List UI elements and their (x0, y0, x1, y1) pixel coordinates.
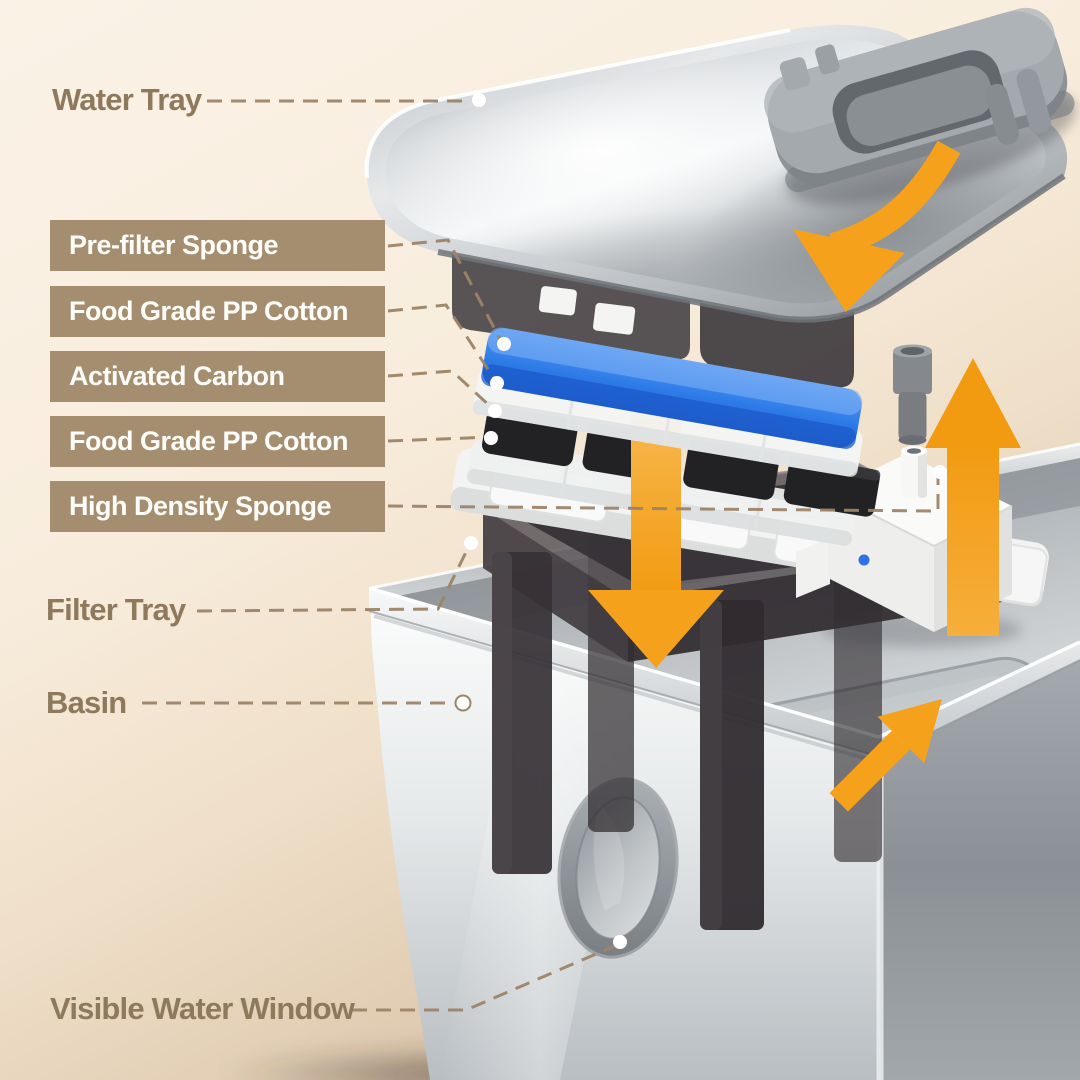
pp-cotton-bottom-label: Food Grade PP Cotton (50, 416, 385, 467)
leader-pp-cotton-bottom (387, 435, 490, 443)
leader-lines (142, 99, 940, 1012)
pump-collar-ring (764, 7, 1077, 205)
leader-visible-water-window (352, 943, 618, 1012)
filter-tray-label: Filter Tray (46, 592, 186, 627)
pp-cotton-top-label: Food Grade PP Cotton (50, 286, 385, 337)
leader-filter-tray (196, 545, 471, 613)
visible-water-window-label: Visible Water Window (50, 991, 355, 1026)
water-tray-label: Water Tray (52, 82, 202, 117)
pump-flow-up-arrow (925, 358, 1021, 636)
filter-tray-leg (492, 552, 552, 874)
leader-dots (454, 93, 947, 949)
housing-slots (538, 286, 636, 335)
pre-filter-sponge-label: Pre-filter Sponge (50, 220, 385, 271)
water-spout (893, 344, 932, 445)
pump-nozzle (901, 446, 927, 498)
high-density-sponge-label: High Density Sponge (50, 481, 385, 532)
leader-high-density-sponge (387, 478, 940, 513)
basin-label: Basin (46, 685, 127, 720)
pump-indicator-led (858, 554, 870, 566)
leader-activated-carbon (387, 369, 494, 410)
activated-carbon-label: Activated Carbon (50, 351, 385, 402)
filter-tray-leg (700, 600, 764, 930)
leader-pp-cotton-top (387, 303, 497, 381)
tray-place-curved-arrow (793, 140, 961, 312)
water-flow-arrow (829, 699, 942, 812)
pre-filter-sponge-layer (481, 327, 863, 449)
leader-pre-filter-sponge (387, 238, 503, 342)
